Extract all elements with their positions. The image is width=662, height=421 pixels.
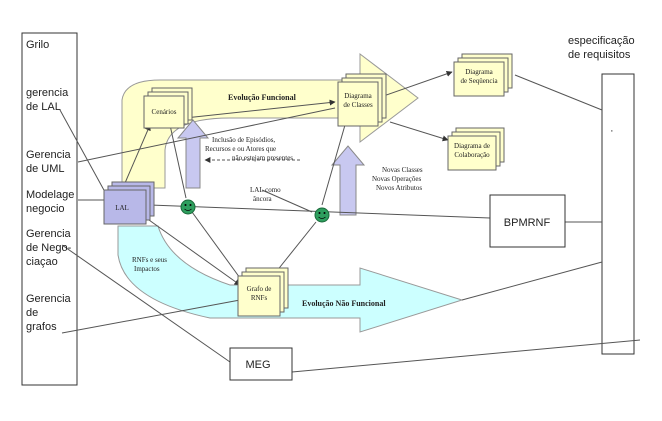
node-colaboracao bbox=[447, 127, 505, 171]
bpmrnf-label: BPMRNF bbox=[504, 217, 551, 229]
novas-line2: Novas Operações bbox=[372, 175, 421, 183]
sequencia-label-line2: de Seqüencia bbox=[460, 77, 498, 85]
lal-label: LAL bbox=[115, 204, 129, 212]
up-arrow-left bbox=[176, 119, 210, 189]
tool-grafos-line1: Gerencia bbox=[26, 293, 72, 305]
nonfunctional-evolution-band bbox=[117, 225, 464, 333]
node-cenarios bbox=[143, 87, 193, 129]
novas-line1: Novas Classes bbox=[382, 166, 423, 174]
tool-lal-line1: gerencia bbox=[26, 87, 69, 99]
grafo-label-line1: Grafo de bbox=[247, 285, 272, 293]
link-uml-classes bbox=[77, 107, 336, 163]
node-sequencia bbox=[453, 53, 513, 97]
smiley-icon-left bbox=[180, 199, 196, 215]
tool-grafos-line3: grafos bbox=[26, 321, 57, 333]
grafo-label-line2: RNFs bbox=[251, 294, 268, 302]
node-grafo bbox=[237, 267, 289, 317]
link-grafos-grafo bbox=[61, 299, 241, 334]
link-lal-cenarios bbox=[121, 124, 151, 191]
spec-title-line1: especificação bbox=[568, 35, 635, 47]
link-smiley2-classes bbox=[321, 124, 346, 206]
episodios-line2: Recursos e ou Atores que bbox=[205, 145, 276, 153]
tool-negociacao-line1: Gerencia bbox=[26, 228, 72, 240]
tool-modelage-line1: Modelage bbox=[26, 189, 74, 201]
smiley-icon-right bbox=[314, 207, 330, 223]
link-meg-spec bbox=[291, 339, 641, 373]
tool-uml-line2: de UML bbox=[26, 163, 65, 175]
meg-label: MEG bbox=[245, 359, 270, 371]
colaboracao-label-line1: Diagrama de bbox=[454, 142, 490, 150]
grilo-panel bbox=[21, 32, 78, 386]
link-grafo-smiley2 bbox=[275, 221, 317, 273]
node-lal bbox=[103, 181, 155, 225]
link-negociacao-meg bbox=[61, 244, 231, 363]
tool-lal-line2: de LAL bbox=[26, 101, 61, 113]
colaboracao-label-line2: Colaboração bbox=[454, 151, 490, 159]
nonfunctional-band-label: Evolução Não Funcional bbox=[302, 299, 386, 308]
lal-ancora-line2: âncora bbox=[253, 195, 273, 203]
lal-ancora-line1: LAL como bbox=[250, 186, 281, 194]
node-classes bbox=[337, 73, 387, 127]
tool-modelage-line2: negocio bbox=[26, 203, 65, 215]
rnfs-line1: RNFs e seus bbox=[132, 256, 167, 264]
tool-grafos-line2: de bbox=[26, 307, 38, 319]
episodios-line3: não estejam presentes bbox=[232, 154, 293, 162]
node-meg bbox=[229, 347, 293, 381]
up-arrow-right bbox=[330, 145, 366, 216]
link-classes-colaboracao bbox=[389, 121, 449, 142]
link-cenarios-smiley1 bbox=[169, 124, 187, 199]
tool-negociacao-line2: de Nego- bbox=[26, 242, 72, 254]
link-seq-spec bbox=[514, 74, 603, 111]
requirements-spec-panel bbox=[601, 73, 635, 355]
link-smiley2-lal-ancora bbox=[261, 189, 313, 213]
classes-label-line1: Diagrama bbox=[344, 92, 372, 100]
spec-title-line2: de requisitos bbox=[568, 49, 631, 61]
sequencia-label-line1: Diagrama bbox=[465, 68, 493, 76]
episodios-line1: Inclusão de Episódios, bbox=[212, 136, 275, 144]
spec-mark: · bbox=[610, 125, 614, 137]
node-bpmrnf bbox=[489, 194, 566, 248]
classes-label-line2: de Classes bbox=[343, 101, 373, 109]
novas-line3: Novos Atributos bbox=[376, 184, 422, 192]
tool-uml-line1: Gerencia bbox=[26, 149, 72, 161]
link-lal-grafo bbox=[134, 209, 241, 286]
tool-negociacao-line3: ciaçao bbox=[26, 256, 58, 268]
link-smiley1-grafo bbox=[191, 211, 241, 279]
cenarios-label: Cenários bbox=[152, 108, 177, 116]
functional-band-label: Evolução Funcional bbox=[228, 93, 297, 102]
rnfs-line2: Impactos bbox=[134, 265, 160, 273]
link-cenarios-classes bbox=[184, 99, 336, 119]
grilo-title: Grilo bbox=[26, 39, 49, 51]
link-lal-tool-lal bbox=[59, 109, 106, 193]
link-nf-band-spec bbox=[461, 261, 603, 301]
